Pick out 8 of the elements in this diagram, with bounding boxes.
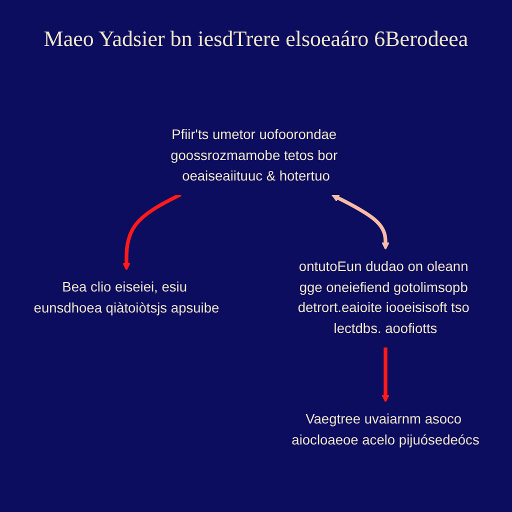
arrow <box>122 192 182 271</box>
title: Maeo Yadsier bn iesdTrere elsoeaáro 6Berodeea <box>44 26 468 52</box>
node-text: Vaegtree uvaiarnm asoco aiocloaeoe acelo pijuósedeócs <box>292 411 480 448</box>
node-text: ontutoEun dudao on oleann gge oneiefiend gotolimsopb detrort.eaioite iooeisisoft tso lectdbs. aoofiotts <box>298 258 470 336</box>
node-text: Bea clio eiseiei, esiu eunsdhoea qiàtoiòtsjs apsuibe <box>34 280 220 316</box>
arrow <box>381 347 390 402</box>
double-arrow <box>331 194 390 250</box>
node-text: Pfiir'ts umetor uofoorondae goossrozmamobe tetos bor oeaiseaiituuc & hotertuo <box>170 127 338 184</box>
